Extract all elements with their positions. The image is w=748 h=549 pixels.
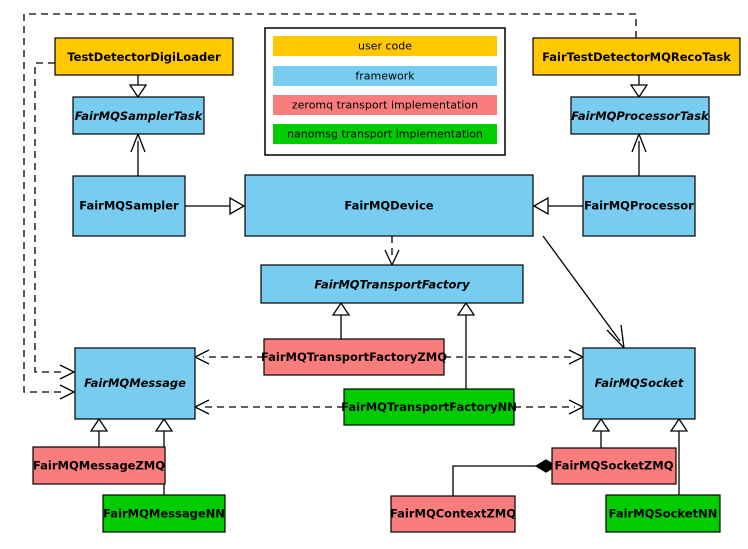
node-FairMQTransportFactoryZMQ[interactable]: FairMQTransportFactoryZMQ	[261, 338, 447, 376]
edge-processor-to-device	[532, 196, 583, 216]
legend-label: zeromq transport implementation	[292, 99, 478, 112]
node-FairMQSampler[interactable]: FairMQSampler	[72, 175, 186, 237]
edge-tfnn-to-socket	[514, 399, 585, 415]
node-label: FairMQSocketNN	[609, 507, 718, 521]
node-box	[244, 174, 534, 237]
node-label: FairMQContextZMQ	[390, 507, 516, 521]
node-label: FairMQTransportFactoryNN	[341, 400, 517, 414]
node-FairMQContextZMQ[interactable]: FairMQContextZMQ	[390, 495, 516, 533]
node-box	[74, 347, 196, 420]
edge-recotask-to-processortask	[629, 75, 649, 99]
node-label: FairMQTransportFactory	[314, 278, 470, 292]
node-box	[582, 175, 696, 237]
edge-tfnn-to-message	[193, 399, 344, 415]
node-box	[260, 264, 524, 304]
node-FairMQSamplerTask[interactable]: FairMQSamplerTask	[72, 96, 205, 135]
node-FairMQTransportFactory[interactable]: FairMQTransportFactory	[260, 264, 524, 304]
edge-digiloader-to-samplertask	[128, 75, 148, 99]
node-box	[263, 338, 445, 376]
node-label: FairMQProcessorTask	[571, 109, 710, 123]
legend-item-nanomsg: nanomsg transport implementation	[273, 124, 497, 144]
legend-label: nanomsg transport implementation	[287, 128, 483, 141]
node-box	[390, 495, 516, 533]
legend-swatch-zeromq	[273, 95, 497, 115]
legend-swatch-nanomsg	[273, 124, 497, 144]
node-label: FairMQDevice	[344, 199, 433, 213]
edge-messagezmq-to-message	[89, 417, 109, 447]
node-label: FairMQProcessor	[584, 199, 694, 213]
node-box	[102, 494, 226, 533]
edge-tfzmq-to-socket	[444, 349, 585, 365]
node-FairMQDevice[interactable]: FairMQDevice	[244, 174, 534, 237]
node-box	[551, 447, 677, 485]
node-label: FairMQSocketZMQ	[555, 459, 674, 473]
node-box	[582, 347, 696, 420]
edge-socketnn-to-socket	[669, 417, 689, 495]
node-FairMQMessage[interactable]: FairMQMessage	[74, 347, 196, 420]
edge-socketzmq-to-socket	[591, 417, 611, 448]
node-FairMQProcessor[interactable]: FairMQProcessor	[582, 175, 696, 237]
node-FairMQMessageNN[interactable]: FairMQMessageNN	[102, 494, 226, 533]
node-FairTestDetectorMQRecoTask[interactable]: FairTestDetectorMQRecoTask	[532, 37, 741, 76]
node-FairMQSocketNN[interactable]: FairMQSocketNN	[605, 494, 721, 533]
legend-label: user code	[358, 40, 412, 53]
node-FairMQSocketZMQ[interactable]: FairMQSocketZMQ	[551, 447, 677, 485]
edge-processor-to-processortask	[631, 132, 647, 176]
node-TestDetectorDigiLoader[interactable]: TestDetectorDigiLoader	[54, 37, 234, 76]
edge-recotask-to-message	[23, 13, 637, 400]
node-label: TestDetectorDigiLoader	[67, 50, 221, 64]
edge-tfzmq-to-message	[193, 349, 264, 365]
node-box	[72, 175, 186, 237]
edge-sampler-to-device	[185, 196, 246, 216]
node-label: FairMQMessageZMQ	[33, 459, 165, 473]
node-FairMQSocket[interactable]: FairMQSocket	[582, 347, 696, 420]
legend-swatch-user-code	[273, 36, 497, 56]
node-label: FairTestDetectorMQRecoTask	[542, 50, 731, 64]
edge-sampler-to-samplertask	[130, 132, 146, 176]
edge-tfnn-to-transportfactory	[456, 301, 476, 389]
edge-contextzmq-to-socketzmq	[452, 459, 558, 496]
legend: user code framework zeromq transport imp…	[264, 27, 506, 156]
edge-device-to-socket	[542, 235, 625, 350]
edge-tfzmq-to-transportfactory	[331, 301, 351, 339]
node-FairMQTransportFactoryNN[interactable]: FairMQTransportFactoryNN	[341, 388, 517, 426]
node-label: FairMQSampler	[79, 199, 179, 213]
node-label: FairMQMessageNN	[103, 507, 225, 521]
node-label: FairMQSamplerTask	[75, 109, 204, 123]
legend-item-zeromq: zeromq transport implementation	[273, 95, 497, 115]
node-box	[532, 37, 741, 76]
node-label: FairMQTransportFactoryZMQ	[261, 350, 447, 364]
edge-digiloader-to-message	[34, 62, 76, 380]
node-FairMQProcessorTask[interactable]: FairMQProcessorTask	[570, 96, 710, 135]
node-box	[72, 96, 205, 135]
node-box	[570, 96, 710, 135]
node-label: FairMQMessage	[84, 376, 186, 390]
legend-label: framework	[355, 70, 415, 83]
legend-swatch-framework	[273, 66, 497, 86]
legend-item-framework: framework	[273, 66, 497, 86]
node-box	[343, 388, 515, 426]
edge-device-to-transportfactory	[384, 236, 400, 267]
node-label: FairMQSocket	[595, 376, 684, 390]
node-box	[605, 494, 721, 533]
legend-item-user-code: user code	[273, 36, 497, 56]
node-FairMQMessageZMQ[interactable]: FairMQMessageZMQ	[32, 446, 166, 485]
node-box	[54, 37, 234, 76]
node-box	[32, 446, 166, 485]
